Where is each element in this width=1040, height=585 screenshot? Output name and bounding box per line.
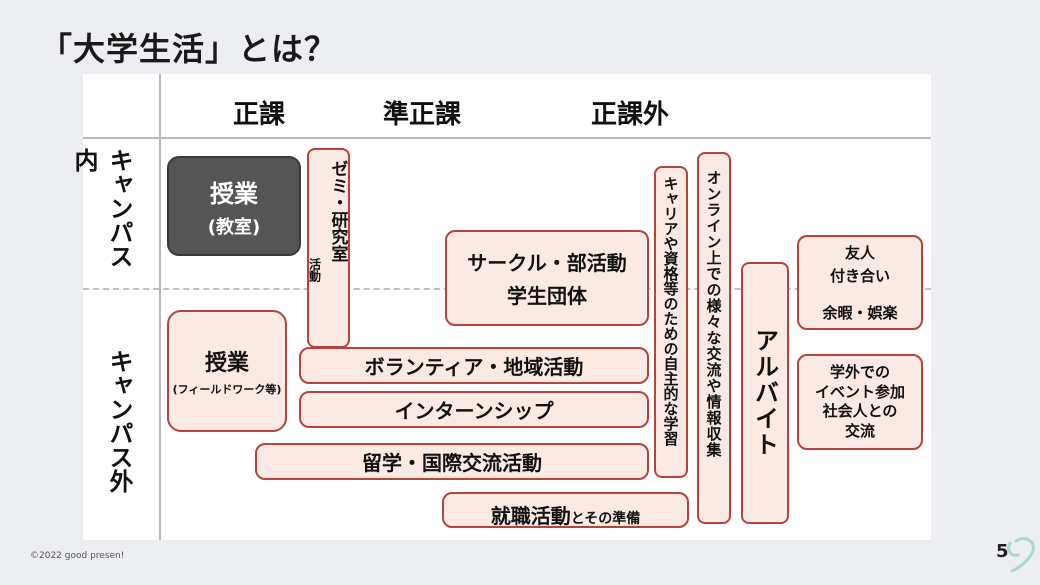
header-seikagai: 正課外 bbox=[591, 100, 670, 130]
box-arbeit: アルバイト bbox=[741, 262, 789, 524]
box-yujin-line2: 付き合い bbox=[829, 267, 890, 285]
box-event-line4: 交流 bbox=[844, 421, 875, 440]
box-online-text: オンライン上での様々な交流や情報収集 bbox=[704, 170, 723, 458]
box-circle-line1: サークル・部活動 bbox=[467, 251, 627, 275]
box-career-text: キャリアや資格等のための自主的な学習 bbox=[661, 176, 680, 446]
box-zemi-sub: 活動 bbox=[307, 258, 322, 282]
box-jugyo-kyoshitsu-main: 授業 bbox=[210, 179, 258, 208]
box-career: キャリアや資格等のための自主的な学習 bbox=[654, 166, 688, 478]
box-shushoku-main: 就職活動 bbox=[490, 504, 571, 528]
page-number: 5 bbox=[996, 541, 1009, 562]
box-zemi-main: ゼミ・研究室 bbox=[327, 160, 348, 262]
header-divider bbox=[83, 137, 931, 139]
header-seika: 正課 bbox=[233, 100, 286, 130]
box-jugyo-kyoshitsu-sub: (教室) bbox=[207, 216, 261, 238]
box-ryugaku-text: 留学・国際交流活動 bbox=[362, 451, 542, 475]
box-ryugaku: 留学・国際交流活動 bbox=[255, 443, 649, 480]
activity-diagram: 正課 準正課 正課外 キャンパス内 キャンパス外 授業 (教室) ゼミ・研究室 … bbox=[70, 74, 931, 540]
box-internship: インターンシップ bbox=[299, 391, 649, 428]
box-event-line3: 社会人との bbox=[822, 402, 898, 420]
slide-title: 「大学生活」とは？ bbox=[40, 30, 338, 68]
box-yujin-line1: 友人 bbox=[844, 244, 875, 262]
box-jugyo-kyoshitsu: 授業 (教室) bbox=[167, 156, 301, 256]
header-junseika: 準正課 bbox=[383, 100, 462, 130]
box-zemi: ゼミ・研究室 活動 bbox=[307, 148, 350, 348]
box-circle: サークル・部活動 学生団体 bbox=[445, 230, 649, 326]
box-jugyo-field-main: 授業 bbox=[204, 351, 249, 376]
box-arbeit-text: アルバイト bbox=[750, 328, 779, 458]
box-event-line1: 学外での bbox=[829, 363, 890, 381]
copyright-footer: ©2022 good presen! bbox=[30, 551, 125, 561]
box-circle-line2: 学生団体 bbox=[507, 284, 587, 308]
box-jugyo-field-sub: (フィールドワーク等) bbox=[172, 383, 282, 396]
side-label-campus-out: キャンパス外 bbox=[105, 349, 133, 493]
box-online: オンライン上での様々な交流や情報収集 bbox=[697, 152, 731, 524]
box-volunteer: ボランティア・地域活動 bbox=[299, 347, 649, 384]
box-event: 学外での イベント参加 社会人との 交流 bbox=[797, 354, 923, 450]
box-event-line2: イベント参加 bbox=[814, 382, 905, 401]
box-yujin: 友人 付き合い 余暇・娯楽 bbox=[797, 235, 923, 330]
box-volunteer-text: ボランティア・地域活動 bbox=[364, 355, 584, 379]
side-label-campus-in: キャンパス内 bbox=[70, 148, 133, 268]
box-yujin-line3: 余暇・娯楽 bbox=[822, 304, 898, 322]
heart-decoration-icon bbox=[1007, 537, 1035, 573]
column-divider bbox=[159, 74, 161, 540]
box-internship-text: インターンシップ bbox=[394, 399, 554, 423]
box-shushoku: 就職活動 とその準備 bbox=[442, 492, 689, 528]
box-shushoku-sub: とその準備 bbox=[570, 511, 641, 527]
box-jugyo-field: 授業 (フィールドワーク等) bbox=[167, 310, 287, 432]
